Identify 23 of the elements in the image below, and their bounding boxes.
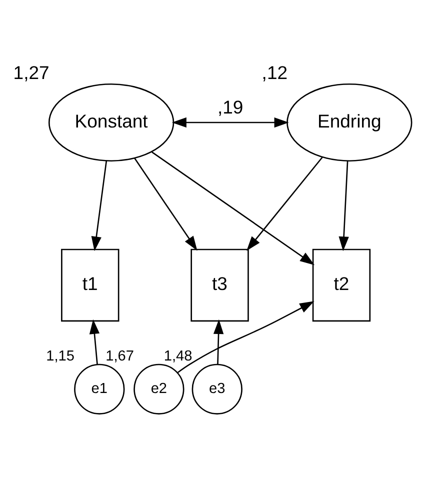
node-label: 1,48 — [164, 348, 192, 364]
arrow — [172, 116, 289, 128]
arrow — [134, 157, 198, 250]
node-label: 1,15 — [46, 348, 74, 364]
node-box: t2 — [312, 248, 371, 322]
node-label: 1,67 — [106, 348, 134, 364]
node-box: t3 — [190, 248, 249, 322]
node-label: ,12 — [262, 62, 288, 83]
node-label: 1,27 — [13, 62, 50, 83]
arrow — [152, 151, 315, 265]
arrow — [89, 318, 100, 364]
arrow — [177, 300, 314, 373]
arrow — [338, 160, 349, 251]
node-ellipse: Konstant — [48, 82, 174, 162]
node-ellipse: Endring — [286, 82, 412, 162]
node-circle: e3 — [192, 363, 242, 414]
arrow — [246, 156, 323, 250]
edge-label: ,19 — [218, 96, 244, 117]
arrow — [91, 160, 108, 251]
node-circle: e2 — [134, 363, 184, 414]
node-box: t1 — [61, 248, 120, 322]
node-circle: e1 — [74, 363, 125, 414]
arrow — [213, 318, 224, 364]
